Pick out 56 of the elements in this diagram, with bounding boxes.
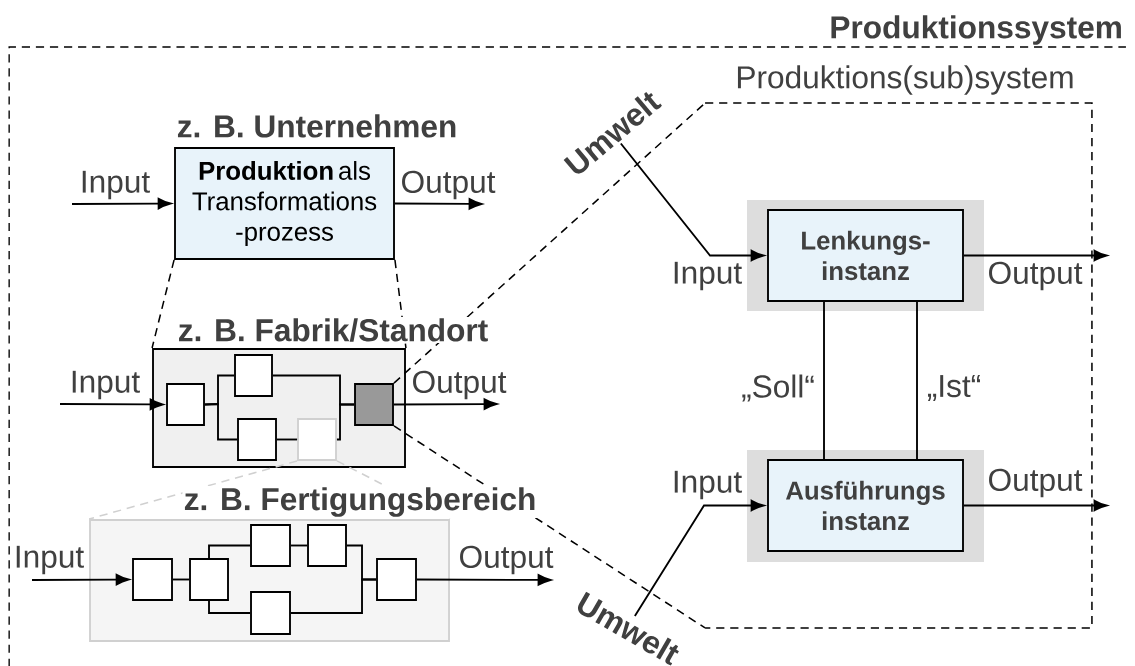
- connector-line: [290, 578, 377, 614]
- edge-label: Output: [413, 370, 507, 400]
- edge-label: Input: [72, 370, 140, 400]
- arrow: [416, 574, 552, 586]
- connector-line: [823, 301, 825, 460]
- edge-label: Input: [674, 261, 742, 291]
- process-box: Lenkungs- instanz: [767, 209, 964, 302]
- connector-line: [208, 544, 251, 559]
- panel-heading: z. B. Unternehmen: [175, 113, 459, 139]
- process-box: [250, 591, 291, 635]
- process-box: [250, 524, 291, 567]
- connector-line: [276, 438, 298, 441]
- edge-label: „Soll“: [742, 374, 814, 402]
- arrow: [963, 499, 1108, 512]
- process-box: [354, 383, 394, 426]
- arrow: [59, 398, 164, 411]
- frame-heading: Produktions(sub)system: [737, 65, 1073, 95]
- edge-label: „Ist“: [927, 375, 981, 401]
- edge-label: Input: [674, 470, 742, 500]
- edge-label: Output: [989, 468, 1083, 498]
- arrow: [31, 573, 130, 586]
- process-box: Ausführungs instanz: [767, 459, 964, 552]
- panel-heading: z. B. Fertigungsbereich: [182, 486, 538, 518]
- arrow: [619, 142, 765, 262]
- process-box: [166, 383, 205, 426]
- edge-label: Output: [989, 261, 1083, 291]
- arrow: [393, 398, 498, 410]
- connector-line: [208, 600, 251, 614]
- system-frame: [8, 46, 1127, 666]
- edge-label: Output: [402, 170, 496, 200]
- arrow: [71, 197, 172, 210]
- process-box: [376, 558, 417, 601]
- arrow: [963, 249, 1108, 262]
- connector-line: [290, 544, 308, 547]
- process-box: [307, 524, 347, 567]
- process-box: [189, 558, 229, 601]
- edge-label: Output: [460, 545, 554, 575]
- projection-line: [151, 259, 175, 349]
- process-box: [297, 418, 337, 461]
- process-box: [132, 558, 173, 601]
- connector-line: [172, 578, 190, 581]
- arrow: [633, 499, 765, 618]
- arrow: [394, 198, 483, 210]
- process-box: [237, 418, 277, 461]
- projection-line: [394, 259, 407, 349]
- panel-heading: z. B. Fabrik/Standort: [176, 317, 490, 343]
- projection-line: [88, 460, 298, 520]
- process-box: Produktion als Transformations -prozess: [174, 147, 395, 260]
- connector-line: [204, 403, 238, 441]
- connector-line: [336, 403, 355, 441]
- connector-line: [916, 301, 918, 460]
- projection-line: [393, 102, 706, 384]
- edge-label: Input: [16, 545, 84, 575]
- frame-heading: Produktionssystem: [831, 15, 1121, 45]
- edge-label: Input: [82, 170, 150, 200]
- process-box: [234, 354, 273, 397]
